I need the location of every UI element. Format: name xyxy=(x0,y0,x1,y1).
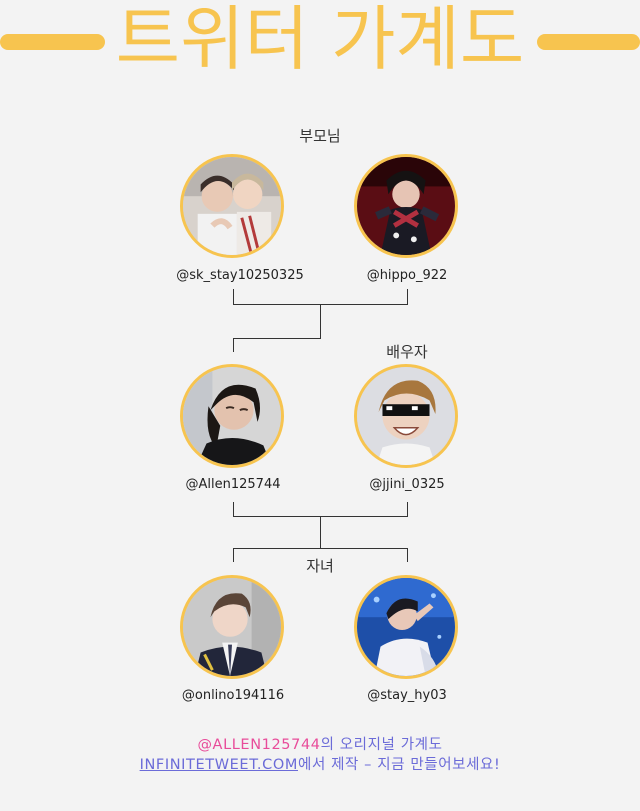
avatar-parent-1-photo xyxy=(183,157,281,255)
handle-parent-1[interactable]: @sk_stay10250325 xyxy=(176,268,304,283)
connector-spouse-down xyxy=(407,502,408,517)
footer-line-2-text: 에서 제작 – 지금 만들어보세요! xyxy=(298,757,501,773)
title-decoration-left xyxy=(0,34,105,50)
spouse-label: 배우자 xyxy=(386,343,428,361)
avatar-parent-1[interactable] xyxy=(180,154,284,258)
connector-parent-2-down xyxy=(407,289,408,304)
avatar-self-photo xyxy=(183,367,281,465)
title-decoration-right xyxy=(537,34,640,50)
connector-children-bar xyxy=(233,548,408,549)
parents-label: 부모님 xyxy=(299,127,341,145)
connector-self-down xyxy=(233,502,234,517)
avatar-child-1-photo xyxy=(183,578,281,676)
footer-line-1-text: 의 오리지널 가계도 xyxy=(320,737,443,753)
footer-site-link[interactable]: INFINITETWEET.COM xyxy=(139,757,298,773)
connector-parent-1-down xyxy=(233,289,234,304)
connector-couple-stem xyxy=(320,516,321,549)
handle-child-1[interactable]: @onlino194116 xyxy=(181,688,285,703)
handle-spouse[interactable]: @jjini_0325 xyxy=(369,477,445,492)
avatar-parent-2[interactable] xyxy=(354,154,458,258)
handle-parent-2[interactable]: @hippo_922 xyxy=(366,268,448,283)
avatar-child-2[interactable] xyxy=(354,575,458,679)
page-title: 트위터 가계도 xyxy=(115,0,525,80)
avatar-child-2-photo xyxy=(357,578,455,676)
children-label: 자녀 xyxy=(306,557,334,575)
connector-self-drop xyxy=(233,338,234,352)
footer-line-1: @ALLEN125744의 오리지널 가계도 xyxy=(0,733,640,754)
handle-self[interactable]: @Allen125744 xyxy=(185,477,281,492)
footer-line-2: INFINITETWEET.COM에서 제작 – 지금 만들어보세요! xyxy=(0,753,640,774)
connector-child-1-drop xyxy=(233,548,234,562)
avatar-spouse[interactable] xyxy=(354,364,458,468)
avatar-child-1[interactable] xyxy=(180,575,284,679)
footer-mention-link[interactable]: @ALLEN125744 xyxy=(197,737,321,753)
avatar-self[interactable] xyxy=(180,364,284,468)
avatar-spouse-photo xyxy=(357,367,455,465)
connector-parents-stem xyxy=(320,304,321,338)
connector-child-2-drop xyxy=(407,548,408,562)
connector-to-self xyxy=(233,338,321,339)
avatar-parent-2-photo xyxy=(357,157,455,255)
handle-child-2[interactable]: @stay_hy03 xyxy=(367,688,447,703)
